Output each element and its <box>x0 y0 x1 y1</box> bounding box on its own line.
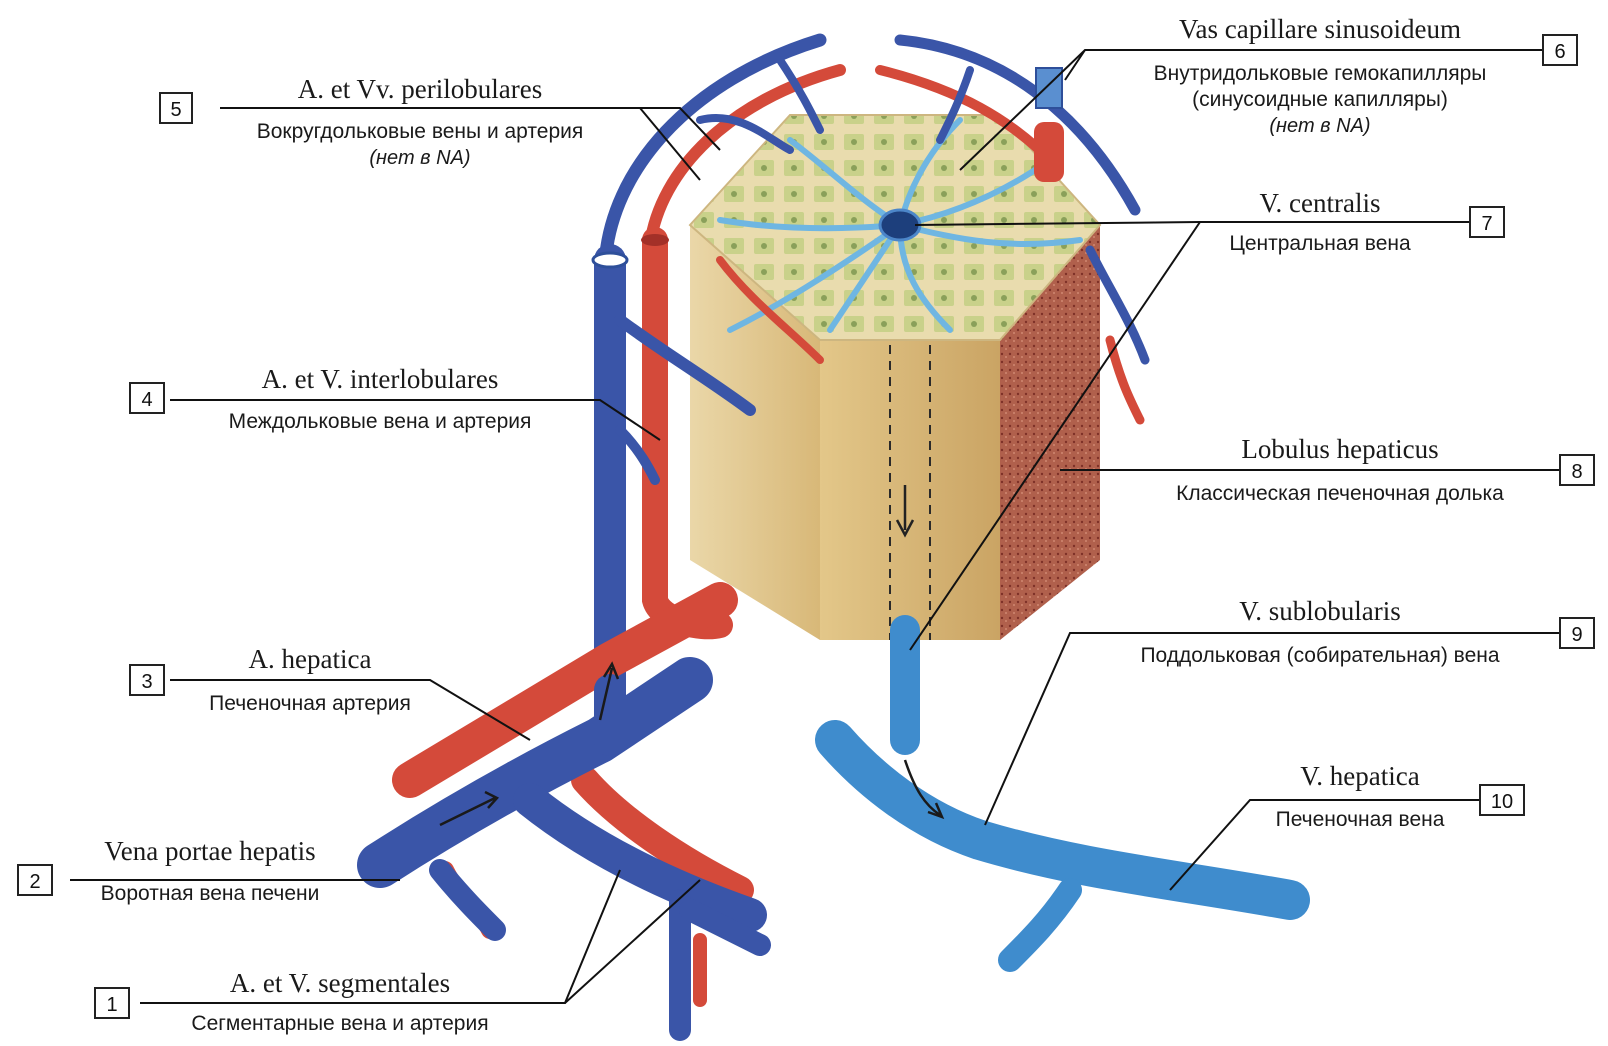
label-3-latin: A. hepatica <box>249 644 372 674</box>
perilobular-artery-stub <box>1034 122 1064 182</box>
label-2: 2 Vena portae hepatis Воротная вена пече… <box>18 836 319 905</box>
label-5: 5 A. et Vv. perilobulares Вокругдольковы… <box>160 74 583 169</box>
label-7-latin: V. centralis <box>1260 188 1381 218</box>
sinusoid-vessel-stub <box>1036 68 1062 108</box>
label-7-number: 7 <box>1481 213 1492 235</box>
label-1-number: 1 <box>106 994 117 1016</box>
lobule-front-face <box>820 340 1000 640</box>
label-4-number: 4 <box>141 389 152 411</box>
label-2-latin: Vena portae hepatis <box>104 836 315 866</box>
label-6-latin: Vas capillare sinusoideum <box>1179 14 1461 44</box>
label-8-latin: Lobulus hepaticus <box>1241 434 1438 464</box>
hepatic-veins <box>835 630 1290 960</box>
label-1: 1 A. et V. segmentales Сегментарные вена… <box>95 968 489 1035</box>
label-5-note: (нет в NA) <box>369 147 470 169</box>
label-10-latin: V. hepatica <box>1300 761 1419 791</box>
label-8-number: 8 <box>1571 461 1582 483</box>
label-9-latin: V. sublobularis <box>1239 596 1401 626</box>
label-2-russian: Воротная вена печени <box>101 882 320 905</box>
label-7-russian: Центральная вена <box>1229 232 1411 255</box>
label-10-russian: Печеночная вена <box>1276 808 1445 831</box>
label-8-russian: Классическая печеночная долька <box>1176 482 1504 505</box>
label-9-number: 9 <box>1571 624 1582 646</box>
label-5-number: 5 <box>170 99 181 121</box>
label-2-number: 2 <box>29 871 40 893</box>
hepatic-vein <box>835 740 1290 900</box>
label-1-russian: Сегментарные вена и артерия <box>191 1012 488 1035</box>
label-6: 6 Vas capillare sinusoideum Внутридолько… <box>1154 14 1577 137</box>
label-5-russian: Вокругдольковые вены и артерия <box>257 120 584 143</box>
label-4-latin: A. et V. interlobulares <box>262 364 499 394</box>
hepatic-lobule <box>690 115 1100 640</box>
label-6-russian-2: (синусоидные капилляры) <box>1192 88 1448 111</box>
label-6-number: 6 <box>1554 41 1565 63</box>
label-4: 4 A. et V. interlobulares Междольковые в… <box>130 364 531 433</box>
label-10: 10 V. hepatica Печеночная вена <box>1276 761 1524 831</box>
portal-system <box>380 600 760 1030</box>
central-vein-lumen <box>880 210 920 240</box>
label-6-russian: Внутридольковые гемокапилляры <box>1154 62 1487 85</box>
interlobular-vein-lumen <box>593 253 627 267</box>
label-3-number: 3 <box>141 671 152 693</box>
label-1-latin: A. et V. segmentales <box>230 968 450 998</box>
label-3-russian: Печеночная артерия <box>209 692 411 715</box>
label-6-note: (нет в NA) <box>1269 115 1370 137</box>
label-4-russian: Междольковые вена и артерия <box>229 410 532 433</box>
label-10-number: 10 <box>1491 791 1513 813</box>
interlobular-artery-lumen <box>641 234 669 246</box>
label-9-russian: Поддольковая (собирательная) вена <box>1140 644 1499 667</box>
label-5-latin: A. et Vv. perilobulares <box>298 74 542 104</box>
label-9: 9 V. sublobularis Поддольковая (собирате… <box>1140 596 1594 667</box>
